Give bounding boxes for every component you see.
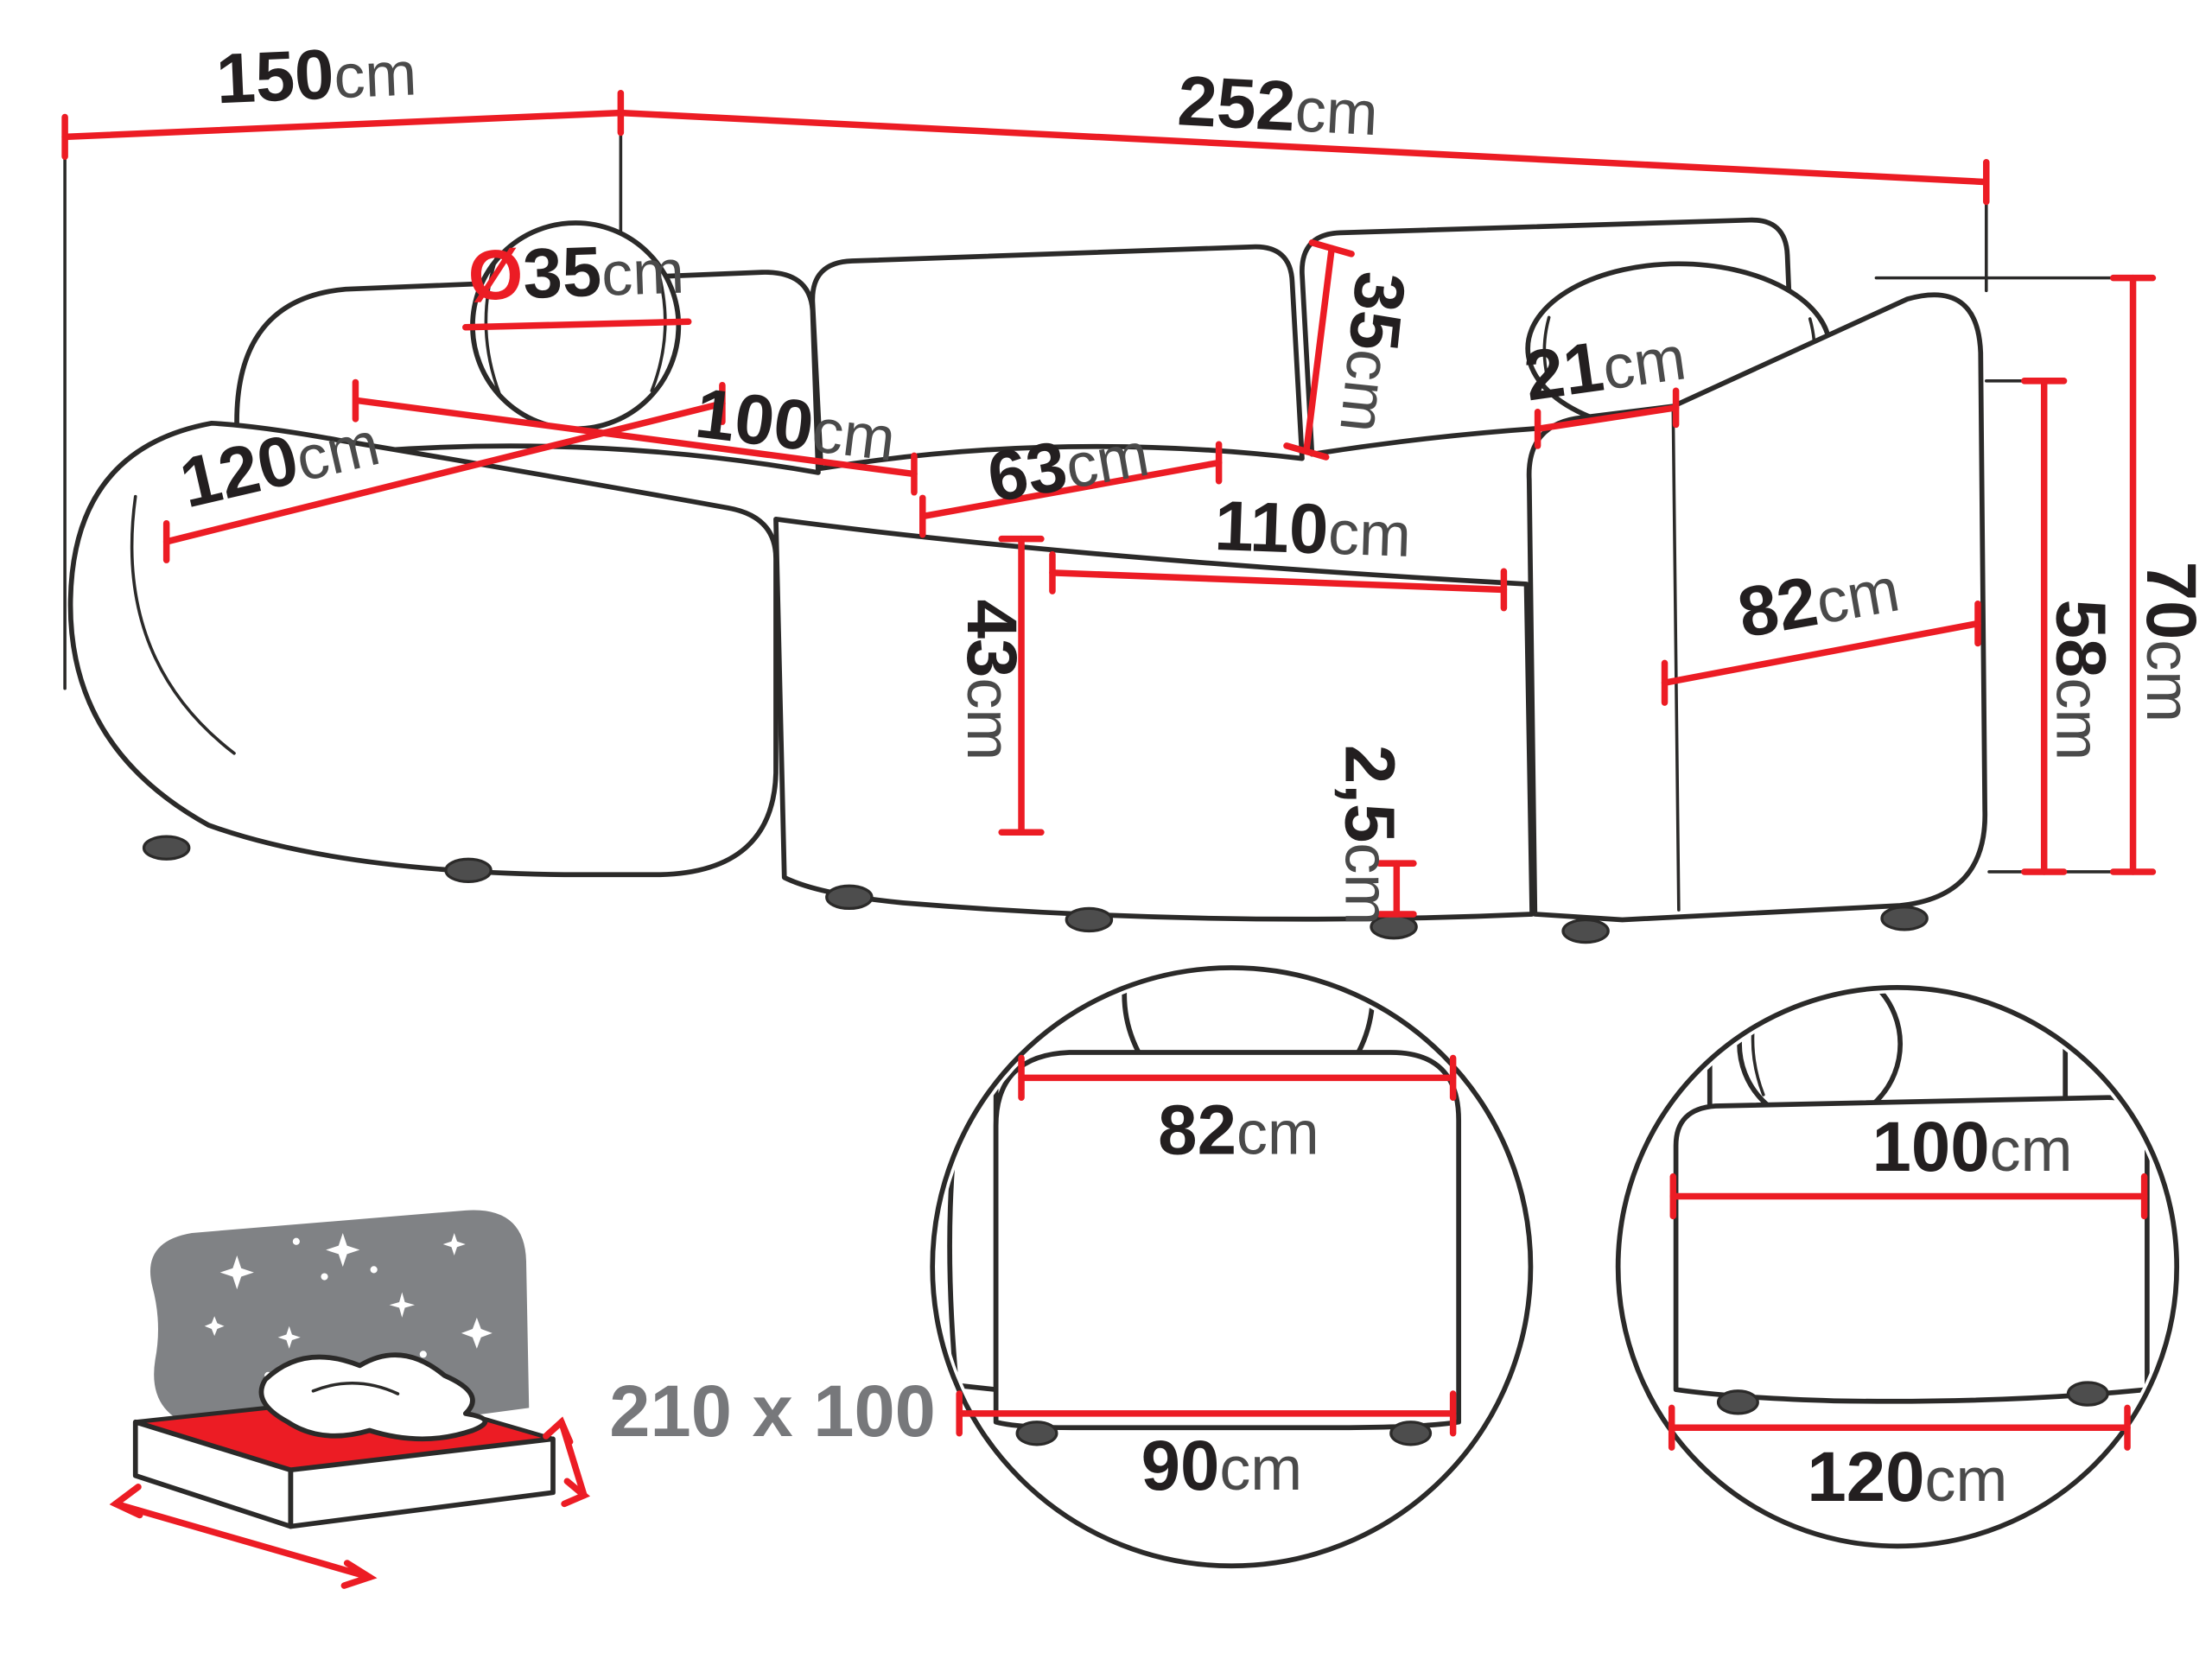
dim-82-label: 82cm	[1732, 548, 1905, 653]
dimension-leg-height-2-5: 2,5cm	[1331, 745, 1417, 925]
main-seat	[773, 516, 1535, 922]
detail-100-label: 100cm	[1872, 1108, 2072, 1186]
dim-58-label: 58cm	[2041, 600, 2120, 761]
back-cushion-left	[810, 244, 1305, 471]
detail-82-label: 82cm	[1158, 1091, 1319, 1170]
dimension-overall-width-252: 252cm	[617, 61, 1990, 206]
dimension-total-height-70: 70cm	[2109, 274, 2210, 875]
detail-foot	[1389, 1421, 1433, 1446]
dim-21-label: 21cm	[1520, 315, 1690, 416]
detail-dimension-90: 90cm	[956, 1390, 1457, 1505]
dimension-overall-depth-150: 150cm	[61, 31, 625, 160]
sofa-drawing	[63, 111, 2135, 944]
detail-dimension-100: 100cm	[1669, 1108, 2148, 1220]
detail-circle-chaise: 100cm 120cm	[1615, 985, 2180, 1549]
detail-foot	[1716, 1389, 1759, 1415]
right-armrest	[1526, 292, 1988, 923]
detail-dimension-82: 82cm	[1018, 1054, 1457, 1170]
dimension-chaise-depth-100: 100cm	[352, 374, 918, 496]
dim-leg-label: 2,5cm	[1331, 745, 1409, 925]
dimension-cushion-diameter-35: Ø35cm	[462, 230, 692, 331]
dim-back-35-label: 35cm	[1325, 268, 1420, 436]
detail-circle-armrest: 82cm 90cm	[930, 965, 1534, 1569]
detail-90-label: 90cm	[1141, 1427, 1303, 1505]
dim-63-label: 63cm	[982, 412, 1154, 518]
sofa-feet	[142, 835, 1929, 944]
sleeping-area-label: 210 x 100	[609, 1370, 936, 1452]
dimension-back-cushion-35: 35cm	[1283, 239, 1420, 461]
duvet	[258, 1352, 488, 1442]
dim-110-label: 110cm	[1213, 486, 1412, 572]
sleeping-function-icon: 210 x 100	[109, 1210, 936, 1589]
detail-foot	[1015, 1421, 1058, 1446]
stars	[204, 1232, 493, 1386]
dimension-seat-height-43: 43cm	[952, 535, 1045, 836]
detail-foot	[2066, 1381, 2109, 1407]
dim-diameter-label: Ø35cm	[467, 230, 685, 316]
detail-dimension-120: 120cm	[1668, 1404, 2131, 1516]
length-arrow	[109, 1484, 378, 1589]
detail-chaise-content	[1673, 993, 2150, 1415]
dimension-armrest-top-21: 21cm	[1520, 315, 1690, 449]
dimension-seat-depth-63: 63cm	[919, 412, 1223, 538]
detail-120-label: 120cm	[1807, 1438, 2007, 1516]
detail-armrest-content	[947, 973, 1462, 1446]
dimension-armrest-height-58: 58cm	[2021, 378, 2120, 875]
detail-chaise-body	[1673, 1095, 2150, 1404]
chaise-body	[67, 420, 779, 878]
dimension-seat-width-110: 110cm	[1049, 486, 1508, 612]
chaise-front-fold	[130, 494, 236, 755]
width-arrow	[543, 1416, 591, 1508]
dim-252-label: 252cm	[1176, 61, 1380, 150]
mattress-left	[132, 1419, 294, 1529]
dim-150-label: 150cm	[214, 31, 418, 118]
dim-70-label: 70cm	[2132, 562, 2210, 723]
dim-43-label: 43cm	[952, 600, 1031, 761]
dimension-armrest-length-82: 82cm	[1661, 548, 1981, 706]
dim-100-label: 100cm	[691, 374, 899, 477]
